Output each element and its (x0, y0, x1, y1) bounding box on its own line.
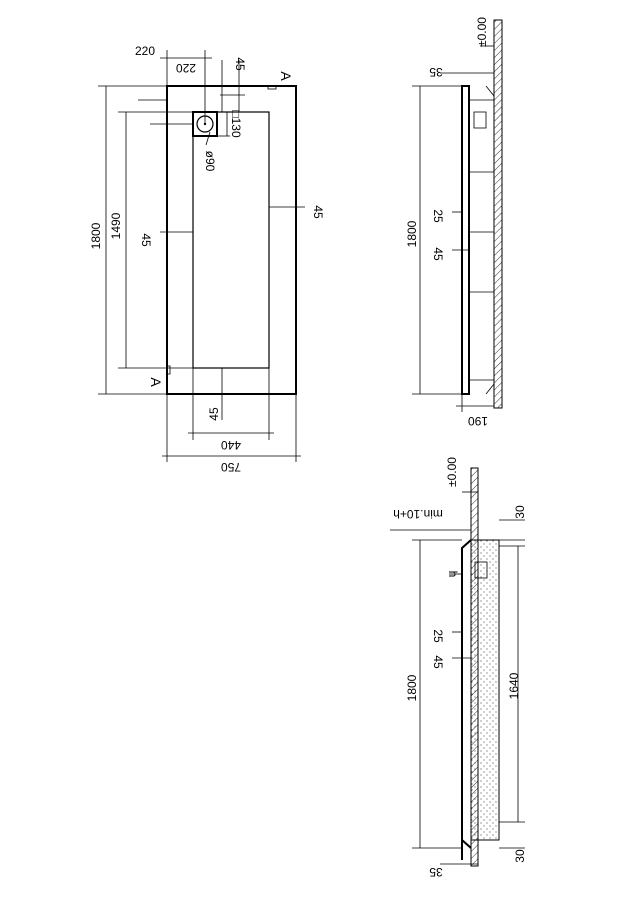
dim-45-bottom: 45 (207, 407, 221, 421)
drain-square-label: □130 (229, 110, 243, 138)
wall (493, 19, 503, 409)
side-dim-35: 35 (429, 65, 443, 79)
side-tray (461, 85, 470, 395)
section-h-label: h (446, 571, 460, 578)
section-mark-top: A (278, 71, 294, 81)
section-dim-45: 45 (431, 655, 445, 669)
side-dim-45: 45 (431, 247, 445, 261)
section-dim-35: 35 (429, 865, 443, 879)
section-mark-bottom: A (148, 377, 164, 387)
section-dim-25: 25 (431, 629, 445, 643)
side-dim-190: 190 (468, 414, 488, 428)
dim-45-right: 45 (311, 205, 325, 219)
dim-1800-plan: 1800 (89, 222, 103, 249)
tray-outline (166, 85, 297, 395)
dim-440: 440 (221, 438, 241, 452)
dim-45-top: 45 (233, 57, 247, 71)
section-dim-30-top: 30 (513, 505, 527, 519)
dim-220-top: 220 (176, 61, 196, 75)
dim-45-left: 45 (139, 233, 153, 247)
mortar-bed (470, 539, 500, 841)
side-dim-25: 25 (431, 209, 445, 223)
side-view: ±0.00 35 1800 25 45 190 (405, 17, 503, 428)
section-min-height: min.10+h (393, 507, 443, 521)
section-view: ±0.00 min.10+h 30 h 25 45 1800 1640 30 3… (390, 457, 527, 879)
section-dim-1800: 1800 (405, 674, 419, 701)
dim-220-offset: 220 (135, 44, 155, 58)
section-dim-30-bottom: 30 (513, 849, 527, 863)
drain-diameter-label: ø90 (203, 151, 217, 172)
section-dim-1640: 1640 (507, 672, 521, 699)
side-zero-level: ±0.00 (475, 17, 489, 47)
basin-outline (192, 111, 270, 369)
section-zero-level: ±0.00 (445, 457, 459, 487)
plan-view: 220 220 45 A A □130 ø90 1800 1490 45 45 … (89, 44, 325, 474)
dim-750: 750 (221, 460, 241, 474)
side-dim-1800: 1800 (405, 220, 419, 247)
dim-1490-plan: 1490 (109, 212, 123, 239)
